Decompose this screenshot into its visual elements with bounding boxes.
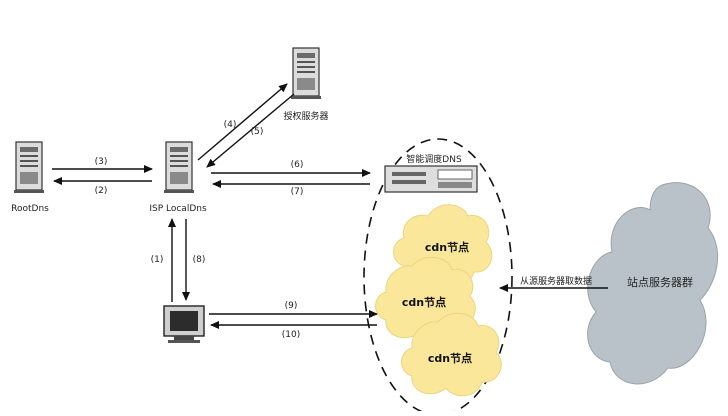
cdn-node-label-2: cdn节点	[402, 295, 446, 309]
smart-dns-server-icon	[384, 165, 478, 193]
label-step-9: (9)	[285, 301, 298, 311]
label-step-3: (3)	[95, 157, 108, 167]
cdn-node-label-3: cdn节点	[428, 351, 472, 365]
label-step-2: (2)	[95, 186, 108, 196]
isp-local-dns-label: ISP LocalDns	[149, 204, 207, 214]
origin-cloud	[587, 182, 719, 385]
label-step-7: (7)	[291, 187, 304, 197]
auth-server-icon	[290, 47, 322, 100]
label-origin-fetch: 从源服务器取数据	[520, 275, 592, 287]
auth-server-label: 授权服务器	[283, 110, 328, 122]
arrow-step-5	[206, 93, 295, 168]
isp-local-dns-server-icon	[163, 141, 195, 194]
cdn-node-label-1: cdn节点	[425, 240, 469, 254]
client-monitor-icon	[163, 305, 205, 343]
cdn-node-cloud-3	[401, 312, 502, 397]
root-dns-label: RootDns	[11, 204, 49, 214]
label-step-5: (5)	[251, 127, 264, 137]
smart-dns-label: 智能调度DNS	[406, 153, 462, 165]
label-step-6: (6)	[291, 160, 304, 170]
origin-cluster-label: 站点服务器群	[627, 275, 693, 289]
label-step-1: (1)	[151, 255, 164, 265]
label-step-8: (8)	[193, 255, 206, 265]
label-step-4: (4)	[224, 120, 237, 130]
arrow-step-4	[197, 83, 288, 161]
label-step-10: (10)	[282, 330, 300, 340]
root-dns-server-icon	[13, 141, 45, 194]
